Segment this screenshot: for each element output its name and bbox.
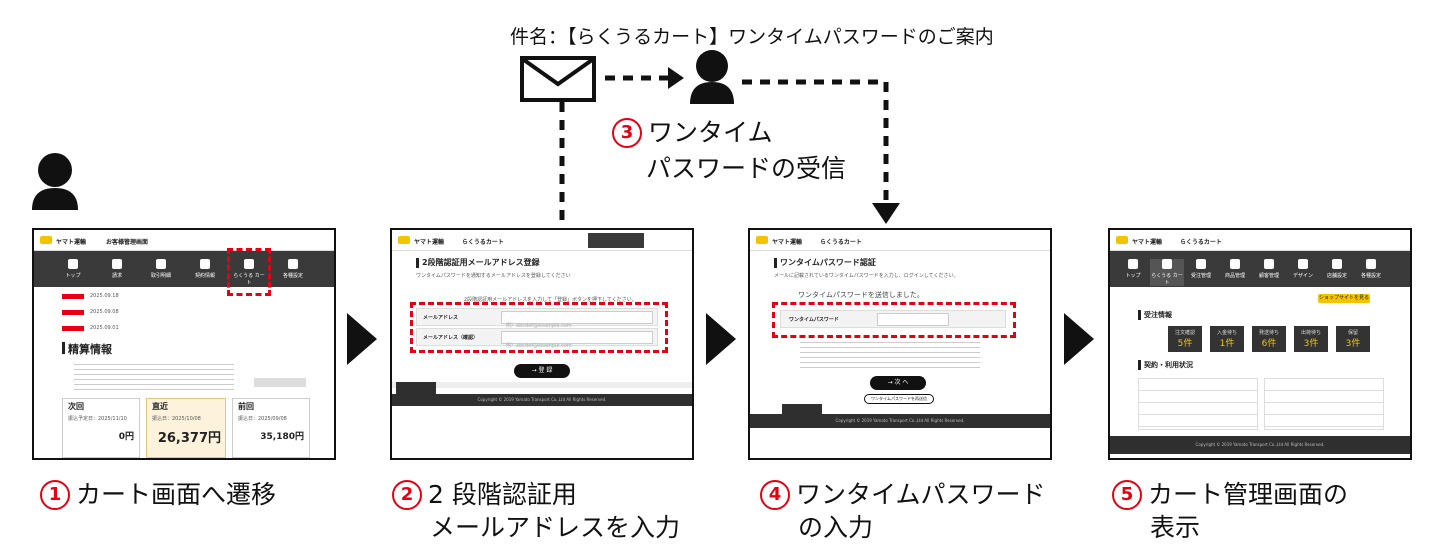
nav-bar: トップ らくうる カート 受注管理 商品管理 顧客管理 デザイン 店舗設定 各種… [1110, 251, 1410, 287]
step-5-number: 5 [1112, 480, 1142, 510]
yamato-logo-icon [398, 236, 410, 244]
arrowhead-down [872, 203, 900, 224]
nav-top[interactable]: トップ [56, 259, 90, 279]
email-confirm-input[interactable]: 例）abcdef@example.com [501, 331, 653, 349]
contract-status-title: 契約・利用状況 [1144, 361, 1193, 369]
order-info-title: 受注情報 [1144, 311, 1172, 319]
step-arrow-2 [706, 313, 736, 365]
step-1-number: 1 [40, 480, 70, 510]
next-button[interactable]: → 次 へ [870, 376, 926, 390]
resend-button[interactable]: ワンタイムパスワードを再送信 [864, 394, 934, 404]
step-2-number: 2 [392, 480, 422, 510]
page-title: ワンタイムパスワード認証 [780, 258, 876, 267]
envelope-icon [520, 56, 596, 102]
nav-settings[interactable]: 各種設定 [276, 259, 310, 279]
yamato-logo-icon [40, 236, 52, 244]
person-icon [690, 50, 734, 104]
step-3-number: 3 [612, 118, 642, 148]
card-latest: 直近 振込日：2025/10/08 26,377円 [146, 398, 226, 458]
nav-orders[interactable]: 受注管理 [1184, 259, 1218, 279]
step-arrow-1 [347, 313, 377, 365]
nav-cart[interactable]: らくうる カート [232, 259, 266, 286]
screenshot-cart-management: ヤマト運輸 らくうるカート トップ らくうる カート 受注管理 商品管理 顧客管… [1108, 228, 1412, 460]
shop-site-button[interactable]: ショップサイトを見る [1318, 294, 1370, 303]
screenshot-otp-input: ヤマト運輸 らくうるカート ワンタイムパスワード認証 メールに記載されているワン… [748, 228, 1052, 460]
nav-customers[interactable]: 顧客管理 [1252, 259, 1286, 279]
email-subject: 件名：【らくうるカート】ワンタイムパスワードのご案内 [510, 26, 994, 48]
yamato-logo-icon [1116, 236, 1128, 244]
highlight-email-fields [410, 302, 668, 353]
screenshot-cart-screen: ヤマト運輸 お客様管理画面 トップ 請求 取引明細 契約情報 らくうる カート … [32, 228, 336, 460]
card-previous: 前回 振込日：2025/09/08 35,180円 [232, 398, 310, 458]
nav-settings[interactable]: 各種設定 [1354, 259, 1388, 279]
step-4-number: 4 [760, 480, 790, 510]
nav-design[interactable]: デザイン [1286, 259, 1320, 279]
nav-transactions[interactable]: 取引明細 [144, 259, 178, 279]
step-arrow-3 [1064, 313, 1094, 365]
nav-cart[interactable]: らくうる カート [1150, 259, 1184, 286]
nav-products[interactable]: 商品管理 [1218, 259, 1252, 279]
settlement-title: 精算情報 [68, 343, 112, 356]
nav-billing[interactable]: 請求 [100, 259, 134, 279]
email-input[interactable]: 例）abcdef@example.com [501, 311, 653, 329]
otp-input[interactable] [877, 313, 949, 326]
arrowhead-right [668, 67, 684, 89]
nav-shop-settings[interactable]: 店舗設定 [1320, 259, 1354, 279]
screenshot-email-registration: ヤマト運輸 らくうるカート 2段階認証用メールアドレス登録 ワンタイムパスワード… [390, 228, 694, 460]
register-button[interactable]: → 登 録 [514, 364, 570, 378]
page-title: 2段階認証用メールアドレス登録 [422, 258, 540, 267]
nav-contract[interactable]: 契約情報 [188, 259, 222, 279]
highlight-otp-field [772, 302, 1016, 338]
user-person-icon [32, 153, 78, 210]
card-next: 次回 振込予定日：2025/11/10 0円 [62, 398, 140, 458]
yamato-logo-icon [756, 236, 768, 244]
nav-bar: トップ 請求 取引明細 契約情報 らくうる カート 各種設定 [34, 251, 334, 287]
highlight-cart-nav [227, 248, 271, 296]
nav-top[interactable]: トップ [1116, 259, 1150, 279]
